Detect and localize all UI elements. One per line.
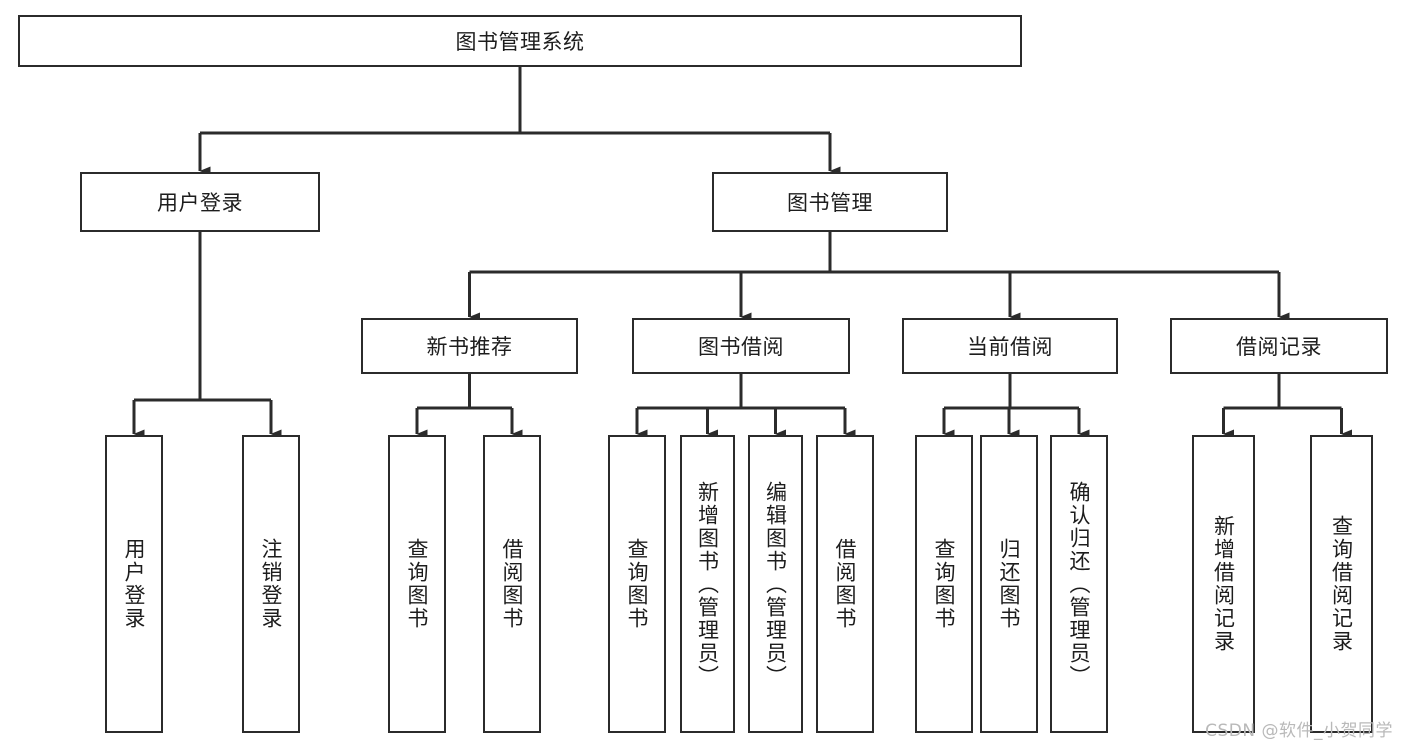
node-label: 注销登录 [259, 538, 283, 630]
node-leaf-user-login[interactable]: 用户登录 [105, 435, 163, 733]
node-leaf-logout[interactable]: 注销登录 [242, 435, 300, 733]
watermark-text: CSDN @软件_小贺同学 [1205, 721, 1393, 741]
node-user-login[interactable]: 用户登录 [80, 172, 320, 232]
node-label: 编辑图书（管理员） [763, 480, 788, 688]
node-leaf-query-book-br[interactable]: 查询图书 [608, 435, 666, 733]
node-label: 查询图书 [405, 538, 429, 630]
node-label: 借阅图书 [500, 538, 524, 630]
node-label: 查询借阅记录 [1329, 515, 1354, 653]
node-leaf-add-record[interactable]: 新增借阅记录 [1192, 435, 1255, 733]
node-leaf-return-book[interactable]: 归还图书 [980, 435, 1038, 733]
node-book-borrow[interactable]: 图书借阅 [632, 318, 850, 374]
node-label: 借阅图书 [833, 538, 857, 630]
node-label: 用户登录 [157, 191, 243, 215]
node-book-manage[interactable]: 图书管理 [712, 172, 948, 232]
node-label: 新增图书（管理员） [695, 480, 720, 688]
node-leaf-query-record[interactable]: 查询借阅记录 [1310, 435, 1373, 733]
node-label: 图书管理 [787, 191, 873, 215]
node-borrow-record[interactable]: 借阅记录 [1170, 318, 1388, 374]
node-leaf-edit-book[interactable]: 编辑图书（管理员） [748, 435, 803, 733]
node-root[interactable]: 图书管理系统 [18, 15, 1022, 67]
node-label: 借阅记录 [1236, 335, 1322, 359]
node-label: 新增借阅记录 [1211, 515, 1236, 653]
node-leaf-query-book-rec[interactable]: 查询图书 [388, 435, 446, 733]
node-current-borrow[interactable]: 当前借阅 [902, 318, 1118, 374]
node-label: 查询图书 [932, 538, 956, 630]
node-leaf-confirm-return[interactable]: 确认归还（管理员） [1050, 435, 1108, 733]
node-leaf-borrow-book-br[interactable]: 借阅图书 [816, 435, 874, 733]
node-leaf-add-book[interactable]: 新增图书（管理员） [680, 435, 735, 733]
node-label: 图书管理系统 [455, 30, 585, 54]
node-new-book-rec[interactable]: 新书推荐 [361, 318, 578, 374]
node-leaf-query-book-cb[interactable]: 查询图书 [915, 435, 973, 733]
node-label: 归还图书 [997, 538, 1021, 630]
node-leaf-borrow-book-rec[interactable]: 借阅图书 [483, 435, 541, 733]
node-label: 当前借阅 [967, 335, 1053, 359]
node-label: 用户登录 [122, 538, 146, 630]
node-label: 查询图书 [625, 538, 649, 630]
node-label: 新书推荐 [426, 335, 513, 359]
node-label: 图书借阅 [698, 335, 784, 359]
node-label: 确认归还（管理员） [1067, 480, 1091, 688]
